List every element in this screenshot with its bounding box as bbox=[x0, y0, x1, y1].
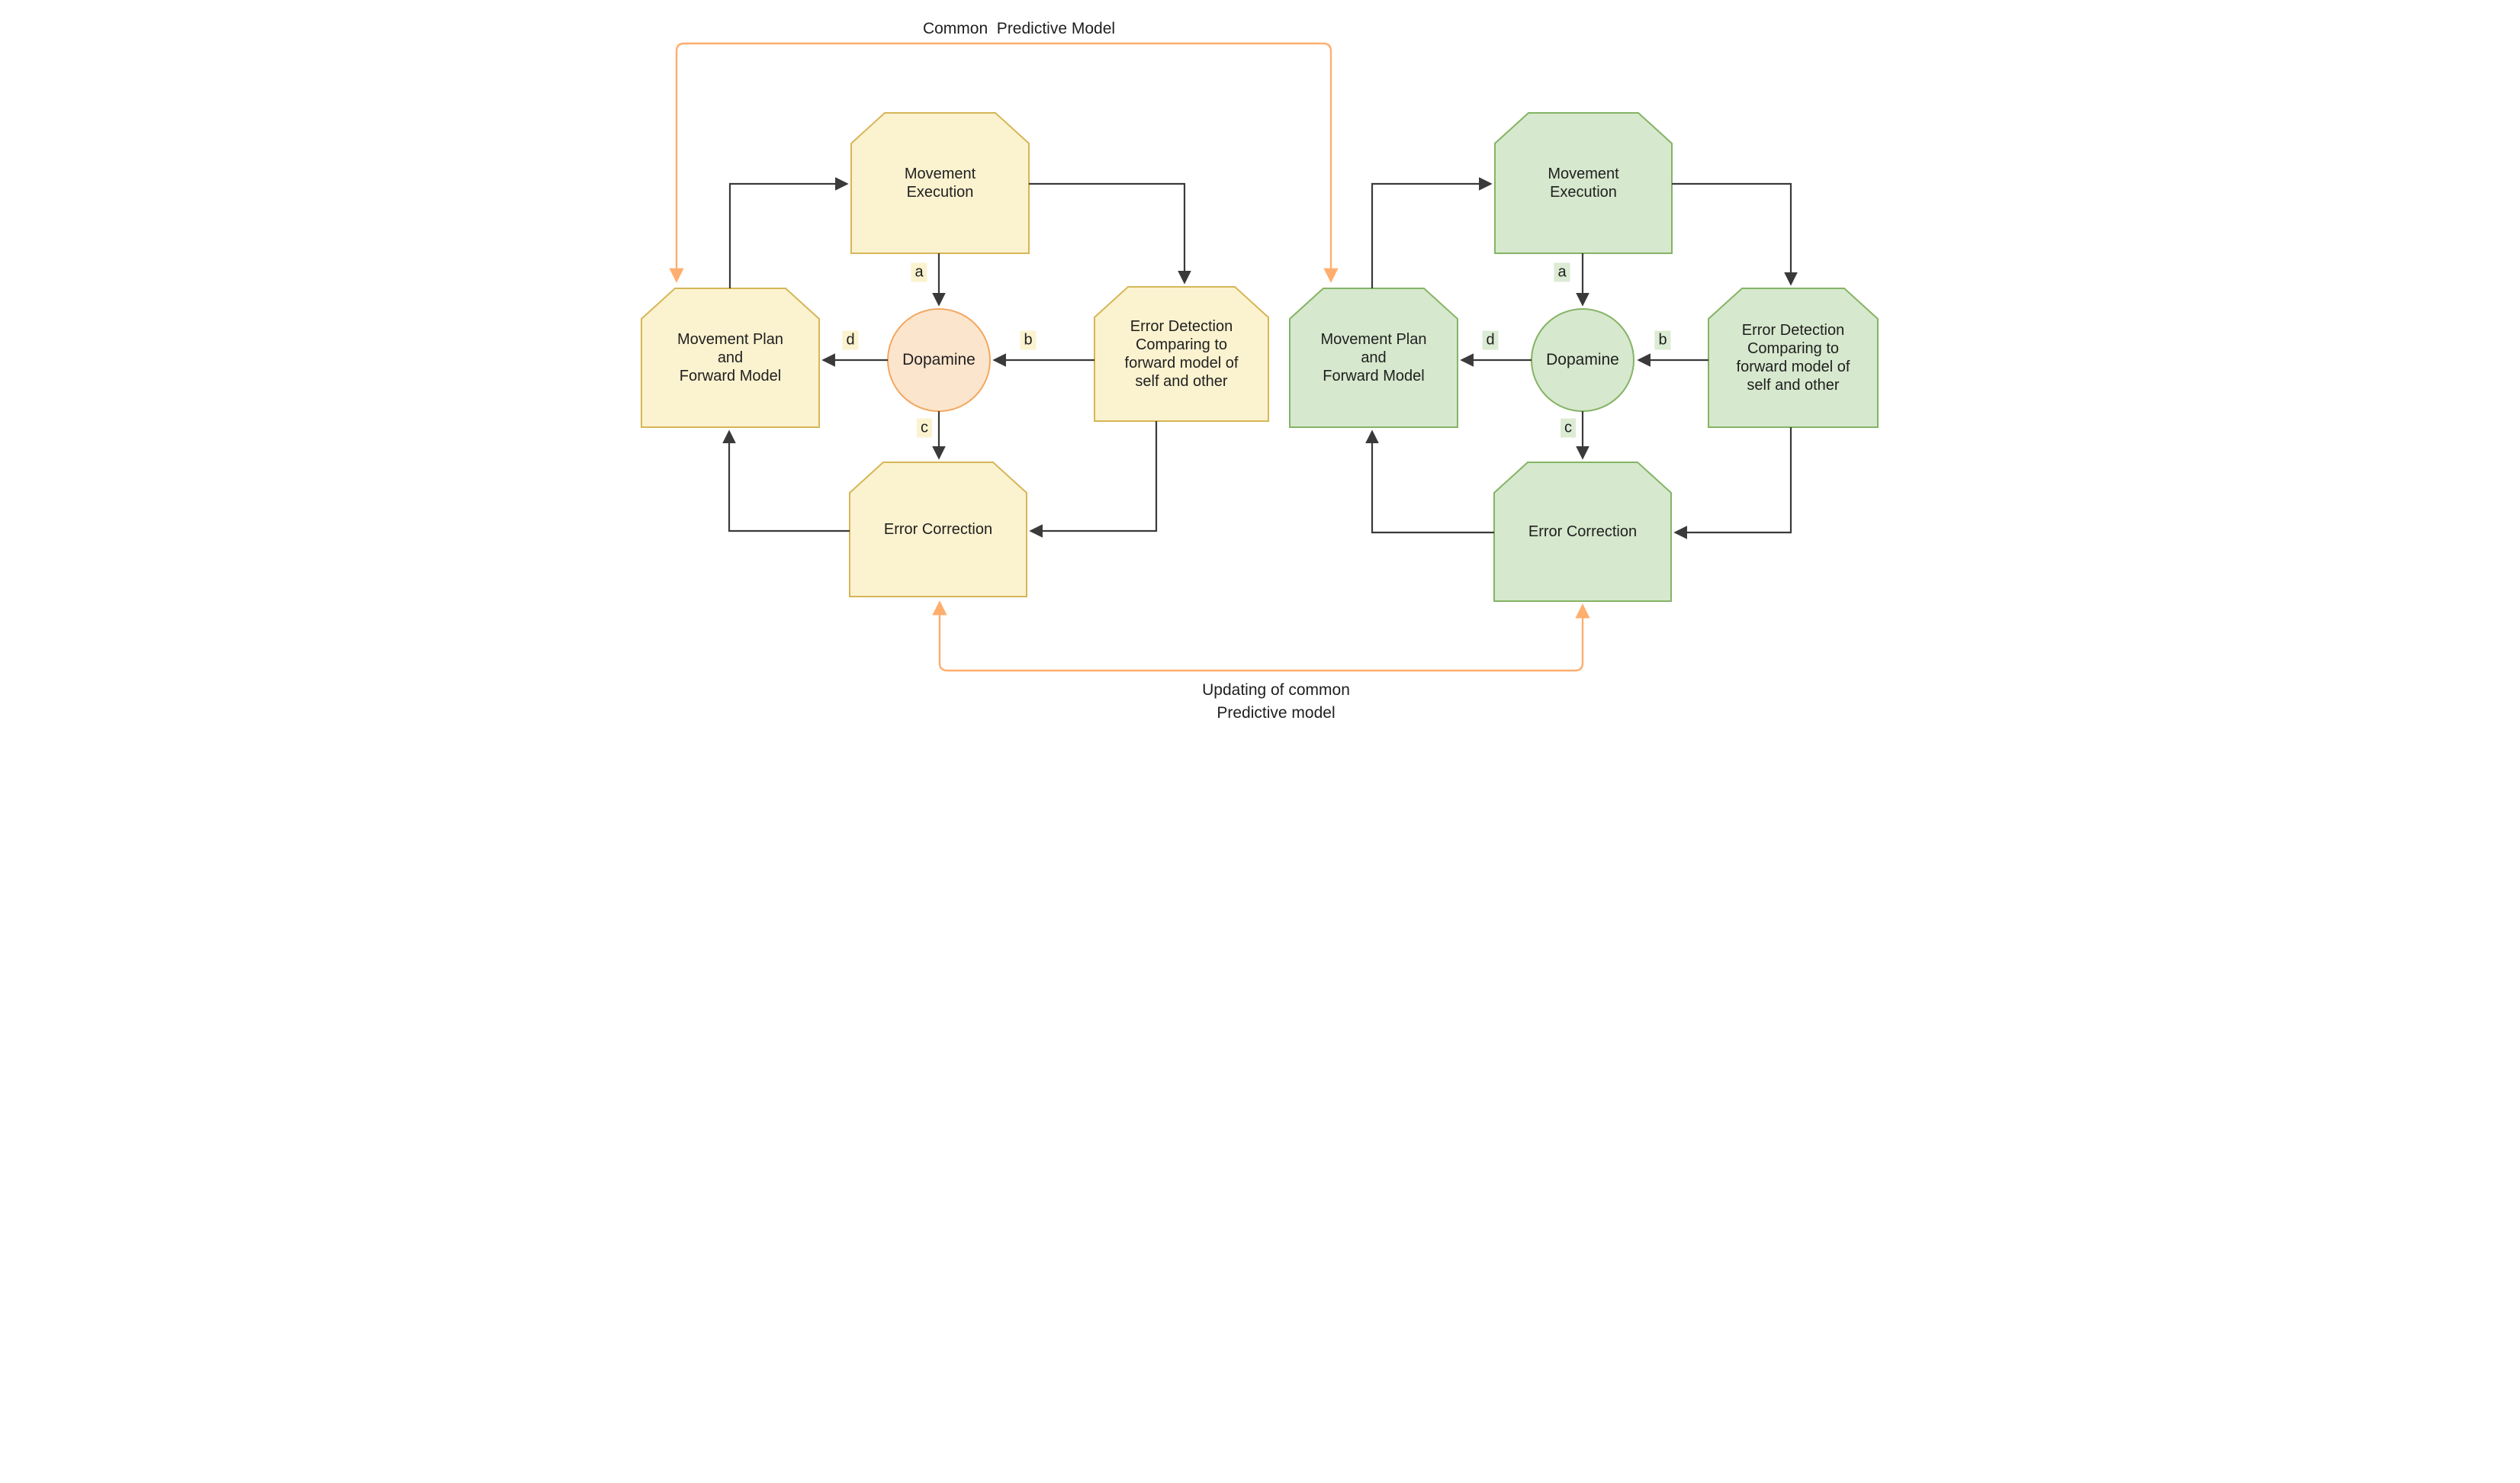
right-plan-to-execution-connector bbox=[1371, 177, 1493, 288]
updating-common-model-connector bbox=[932, 600, 1590, 672]
left-execution-to-detection-connector bbox=[1029, 182, 1191, 285]
left-dopamine-shape bbox=[887, 308, 991, 412]
right-execution-to-detection-connector bbox=[1672, 182, 1798, 286]
left-movement-plan-shape bbox=[641, 288, 820, 428]
right-error-detection-shape bbox=[1708, 288, 1879, 428]
diagram-graphics bbox=[641, 42, 1879, 672]
right-dopamine-shape bbox=[1531, 308, 1634, 412]
right-movement-plan-shape bbox=[1289, 288, 1458, 428]
right-error-correction-shape bbox=[1493, 462, 1672, 602]
right-movement-execution-shape bbox=[1494, 112, 1673, 254]
left-plan-to-execution-connector bbox=[728, 177, 849, 288]
left-movement-execution-shape bbox=[850, 112, 1030, 254]
right-detection-to-correction-connector bbox=[1673, 427, 1792, 539]
left-correction-to-plan-connector bbox=[722, 429, 850, 532]
diagram-canvas: Common Predictive Model Updating of comm… bbox=[630, 0, 1890, 742]
left-error-detection-shape bbox=[1094, 286, 1269, 422]
left-detection-to-correction-connector bbox=[1029, 421, 1158, 538]
right-correction-to-plan-connector bbox=[1365, 429, 1494, 534]
left-error-correction-shape bbox=[849, 462, 1027, 597]
common-predictive-model-connector bbox=[669, 42, 1339, 283]
